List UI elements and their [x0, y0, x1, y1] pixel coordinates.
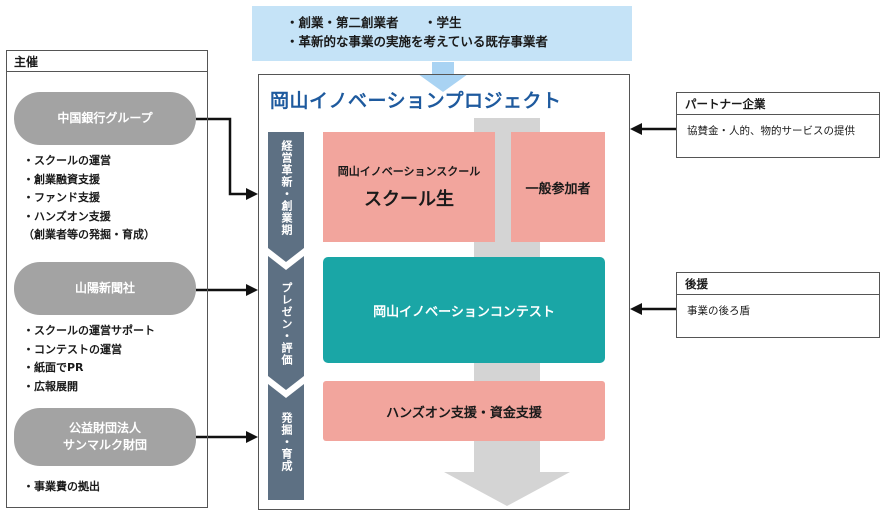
- sponsor-chugin-roles: ・スクールの運営 ・創業融資支援 ・ファンド支援 ・ハンズオン支援 （創業者等の…: [23, 152, 155, 245]
- stage-shape-3: [268, 384, 304, 500]
- support-box: 後援 事業の後ろ盾: [676, 272, 880, 338]
- stage-shape-1: [268, 132, 304, 262]
- contest-box: 岡山イノベーションコンテスト: [323, 257, 605, 363]
- project-frame: [258, 74, 630, 510]
- project-title: 岡山イノベーションプロジェクト: [270, 90, 562, 112]
- list-item: ・スクールの運営: [23, 154, 111, 167]
- stage-label-1: 経営革新・創業期: [280, 140, 293, 236]
- sponsor-heading: 主催: [6, 50, 208, 72]
- stage-label-2: プレゼン・評価: [280, 282, 293, 366]
- stage-shape-2: [268, 256, 304, 390]
- target-students: ・学生: [424, 15, 462, 30]
- support-description: 事業の後ろ盾: [687, 305, 750, 317]
- contest-label: 岡山イノベーションコンテスト: [373, 304, 555, 320]
- sponsor-sanyo-name: 山陽新聞社: [74, 281, 135, 295]
- connector-partner-head: [630, 123, 642, 135]
- list-item: ・コンテストの運営: [23, 342, 122, 356]
- target-founders: ・創業・第二創業者: [286, 15, 399, 30]
- sponsor-saintmarc-name-1: 公益財団法人: [68, 421, 141, 435]
- target-arrow: [418, 62, 468, 92]
- sponsor-panel: [6, 50, 208, 508]
- sponsor-saintmarc-pill: 公益財団法人 サンマルク財団: [14, 408, 196, 466]
- target-banner: ・創業・第二創業者 ・学生 ・革新的な事業の実施を考えている既存事業者: [252, 6, 632, 61]
- list-item: ・スクールの運営サポート: [23, 324, 155, 337]
- general-participants-box: 一般参加者: [511, 132, 605, 242]
- handson-label: ハンズオン支援・資金支援: [386, 405, 542, 421]
- partner-box: パートナー企業 協賛金・人的、物的サービスの提供: [676, 92, 880, 158]
- sponsor-saintmarc-name-2: サンマルク財団: [62, 438, 147, 452]
- partner-description: 協賛金・人的、物的サービスの提供: [687, 125, 855, 137]
- list-item: ・事業費の拠出: [23, 480, 100, 493]
- connector-chugin-head: [246, 188, 258, 200]
- sponsor-sanyo-pill: 山陽新聞社: [14, 262, 196, 315]
- list-item: （創業者等の発掘・育成）: [23, 228, 155, 241]
- partner-heading: パートナー企業: [677, 93, 879, 115]
- connector-chugin: [196, 117, 250, 196]
- list-item: ・紙面でPR: [23, 361, 84, 374]
- connector-sanyo-head: [246, 284, 258, 296]
- school-students: スクール生: [364, 189, 454, 210]
- support-heading: 後援: [677, 273, 879, 295]
- handson-box: ハンズオン支援・資金支援: [323, 381, 605, 441]
- sponsor-chugin-pill: 中国銀行グループ: [14, 92, 196, 145]
- list-item: ・広報展開: [23, 379, 78, 393]
- list-item: ・創業融資支援: [23, 172, 100, 186]
- target-existing-business: ・革新的な事業の実施を考えている既存事業者: [286, 34, 548, 49]
- connector-saintmarc-head: [246, 431, 258, 443]
- school-name: 岡山イノベーションスクール: [337, 165, 481, 178]
- general-participants-label: 一般参加者: [525, 181, 591, 197]
- sponsor-sanyo-roles: ・スクールの運営サポート ・コンテストの運営 ・紙面でPR ・広報展開: [23, 322, 155, 396]
- sponsor-saintmarc-roles: ・事業費の拠出: [23, 478, 100, 497]
- sponsor-chugin-name: 中国銀行グループ: [57, 111, 153, 125]
- list-item: ・ハンズオン支援: [23, 209, 111, 223]
- connector-support-head: [630, 303, 642, 315]
- list-item: ・ファンド支援: [23, 191, 100, 204]
- stage-label-3: 発掘・育成: [280, 412, 293, 472]
- school-box: 岡山イノベーションスクール スクール生: [323, 132, 495, 242]
